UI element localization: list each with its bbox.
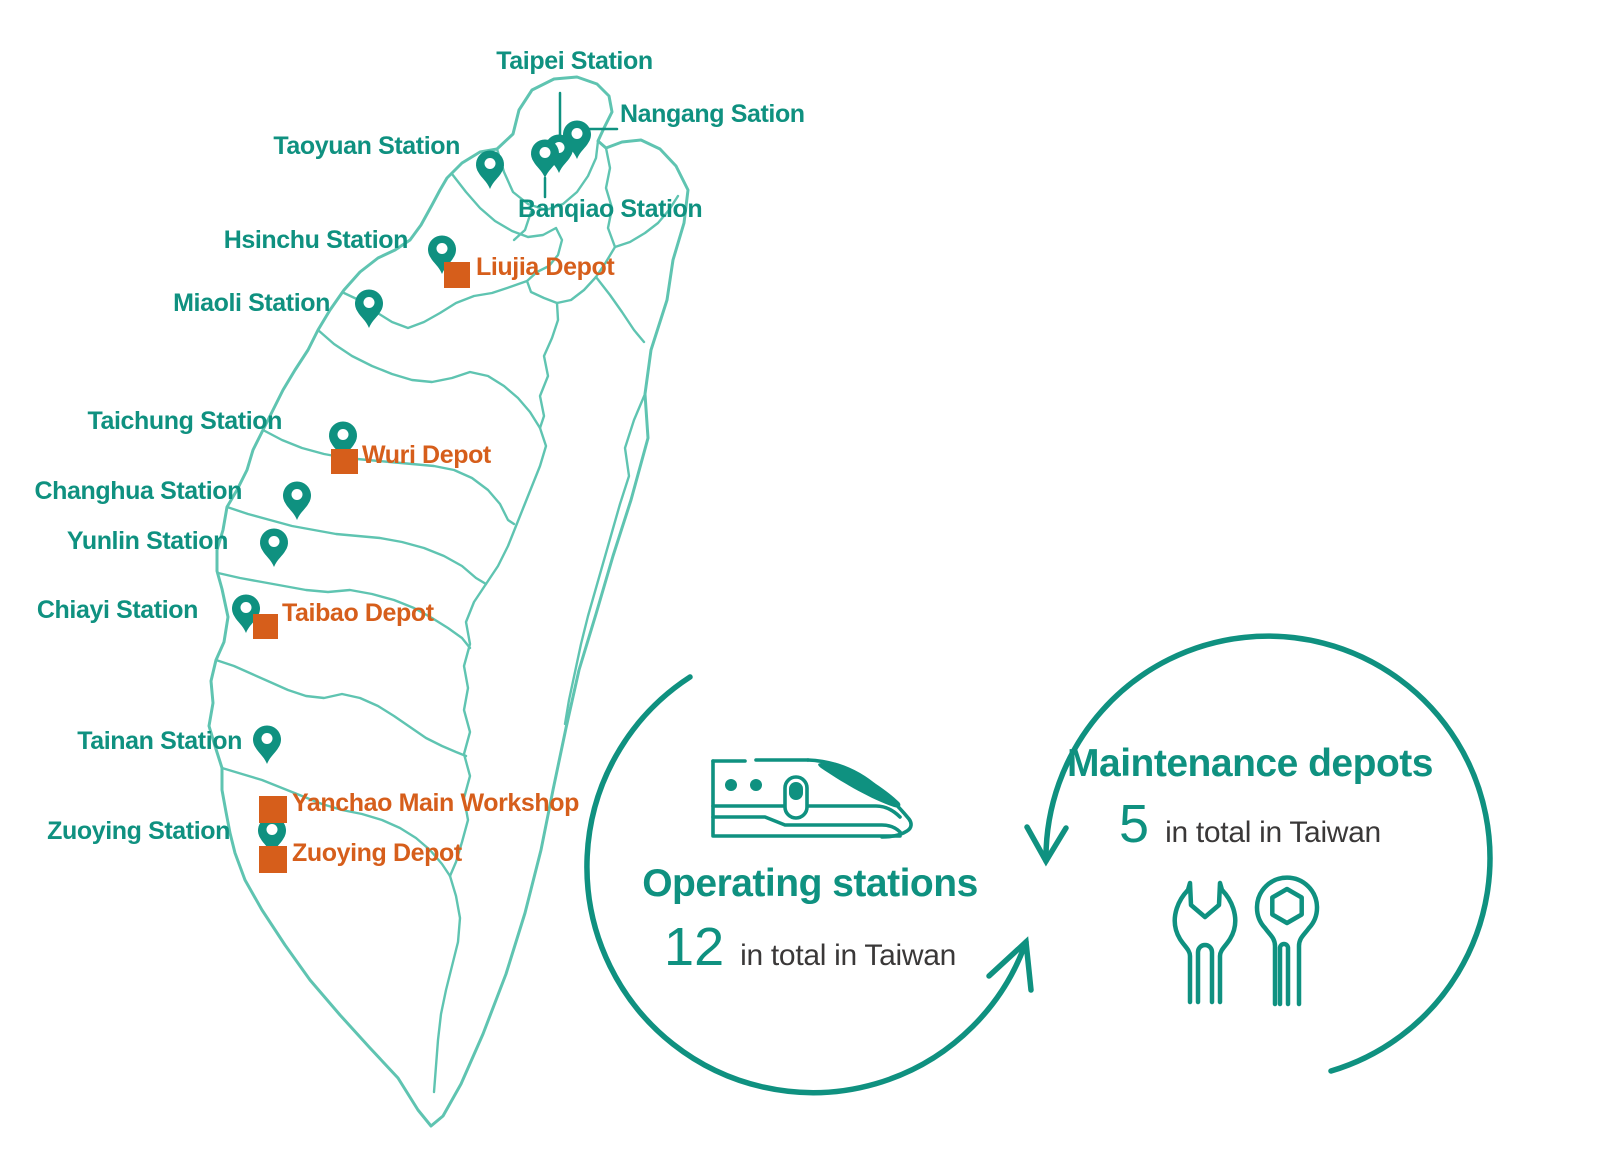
maintenance-depots-caption: in total in Taiwan	[1165, 816, 1381, 849]
train-door-window	[789, 782, 803, 800]
train-window-dot	[725, 779, 737, 791]
operating-stations-caption: in total in Taiwan	[740, 939, 956, 972]
label-zuoying-depot: Zuoying Depot	[292, 839, 462, 867]
label-taichung-station: Taichung Station	[87, 407, 282, 435]
label-banqiao-station: Banqiao Station	[518, 195, 703, 223]
operating-stations-count-row: 12 in total in Taiwan	[590, 916, 1030, 978]
label-yunlin-station: Yunlin Station	[66, 527, 228, 555]
label-miaoli-station: Miaoli Station	[173, 289, 330, 317]
operating-stations-count: 12	[664, 917, 725, 977]
maintenance-depots-count-row: 5 in total in Taiwan	[1030, 793, 1470, 855]
open-wrench-icon	[1172, 880, 1238, 1005]
ring-wrench-icon	[1254, 875, 1320, 1007]
depot-squares	[253, 262, 470, 873]
map-pin-changhua	[283, 481, 311, 520]
label-yanchao-main-workshop: Yanchao Main Workshop	[292, 789, 580, 817]
label-changhua-station: Changhua Station	[34, 477, 243, 505]
map-pin-taoyuan	[476, 150, 504, 189]
map-pin-banqiao	[531, 139, 559, 178]
cycle-arrow-left	[584, 674, 1029, 1096]
operating-stations-title: Operating stations	[642, 862, 978, 905]
label-wuri-depot: Wuri Depot	[362, 441, 491, 469]
maintenance-depots-title: Maintenance depots	[1067, 742, 1433, 785]
train-nose-window	[818, 763, 901, 808]
cycle-arrow-right-head	[1024, 824, 1069, 867]
leader-lines	[543, 91, 619, 199]
label-liujia-depot: Liujia Depot	[476, 253, 615, 281]
train-icon	[711, 758, 913, 839]
label-taipei-station: Taipei Station	[496, 47, 653, 75]
label-taoyuan-station: Taoyuan Station	[273, 132, 460, 160]
depot-marker-taibao	[253, 614, 278, 639]
label-chiayi-station: Chiayi Station	[36, 596, 198, 624]
county-borders	[214, 139, 680, 1094]
maintenance-depots-count: 5	[1119, 794, 1150, 854]
label-nangang-station: Nangang Sation	[620, 100, 805, 128]
depot-marker-yanchao	[259, 796, 287, 823]
depot-marker-liujia	[444, 262, 470, 288]
label-tainan-station: Tainan Station	[77, 727, 242, 755]
cycle-arrow-right	[1043, 633, 1493, 1074]
label-zuoying-station: Zuoying Station	[47, 817, 230, 845]
taiwan-island-outline	[207, 75, 690, 1128]
map-pin-tainan	[253, 725, 281, 764]
label-taibao-depot: Taibao Depot	[282, 599, 434, 627]
cycle-arrow-left-head	[986, 936, 1034, 993]
depot-marker-wuri	[331, 449, 358, 474]
map-pin-miaoli	[355, 289, 383, 328]
depot-marker-zuoying	[259, 846, 287, 873]
label-hsinchu-station: Hsinchu Station	[223, 226, 409, 254]
train-window-dot	[750, 779, 762, 791]
cycle-arrows	[584, 633, 1493, 1096]
map-pin-yunlin	[260, 528, 288, 567]
